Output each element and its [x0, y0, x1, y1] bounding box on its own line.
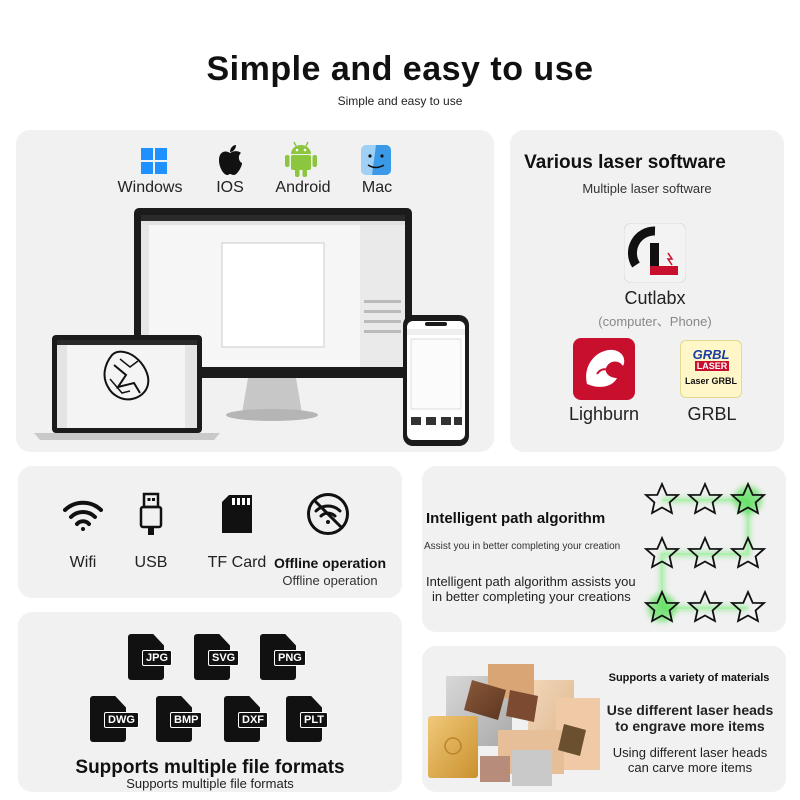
format-bmp-icon: BMP [156, 696, 203, 744]
mac-finder-icon [361, 145, 391, 175]
format-plt-icon: PLT [286, 696, 332, 744]
format-dwg-icon: DWG [90, 696, 139, 744]
connectivity-card: Wifi USB TF Card Offline operation Offli… [18, 466, 402, 598]
cutlabx-name: Cutlabx [624, 288, 686, 308]
platform-label-android: Android [275, 179, 331, 196]
apple-icon [219, 145, 242, 175]
software-subtitle: Multiple laser software [582, 181, 712, 196]
path-desc-line1: Intelligent path algorithm assists you [426, 574, 636, 589]
lightburn-logo-icon [573, 338, 635, 400]
cutlabx-logo-icon [624, 223, 686, 283]
materials-small-title: Supports a variety of materials [608, 672, 770, 684]
grbl-logo-mid: LASER [695, 361, 729, 371]
offline-subtitle: Offline operation [282, 573, 378, 588]
connectivity-label-wifi: Wifi [69, 554, 97, 571]
formats-title: Supports multiple file formats [75, 757, 345, 778]
software-title: Various laser software [524, 152, 726, 173]
star-grid-illustration [645, 483, 765, 622]
connectivity-label-usb: USB [134, 554, 168, 571]
software-card: Various laser software Multiple laser so… [510, 130, 784, 452]
lightburn-name: Lighburn [568, 404, 640, 424]
sd-card-icon [222, 495, 252, 533]
grbl-logo-top: GRBL [692, 347, 730, 362]
format-jpg-icon: JPG [128, 634, 174, 682]
materials-title-line2: to engrave more items [615, 718, 765, 734]
devices-illustration [34, 208, 469, 446]
materials-title-line1: Use different laser heads [606, 702, 774, 718]
materials-card: Supports a variety of materials Use diff… [422, 646, 786, 792]
page-title: Simple and easy to use [206, 50, 594, 88]
usb-icon [139, 492, 163, 535]
materials-desc-line2: can carve more items [627, 760, 753, 775]
platform-label-windows: Windows [117, 179, 183, 196]
format-png-icon: PNG [260, 634, 306, 682]
offline-title: Offline operation [274, 555, 386, 571]
path-title: Intelligent path algorithm [426, 510, 606, 527]
windows-icon [141, 148, 167, 174]
formats-card: JPG SVG PNG DWG BMP DXF PLT Supports mul… [18, 612, 402, 792]
grbl-logo-icon: GRBL LASER Laser GRBL [680, 340, 742, 398]
grbl-logo-bottom: Laser GRBL [684, 376, 737, 386]
formats-subtitle: Supports multiple file formats [126, 776, 294, 791]
platform-label-mac: Mac [361, 179, 393, 196]
path-desc-line2: in better completing your creations [432, 589, 631, 604]
materials-illustration [428, 664, 600, 786]
connectivity-label-tf-card: TF Card [207, 554, 267, 571]
page-subtitle: Simple and easy to use [337, 94, 463, 108]
path-card: Intelligent path algorithm Assist you in… [422, 466, 786, 632]
grbl-name: GRBL [687, 404, 737, 424]
wifi-icon [63, 500, 103, 531]
android-icon [285, 141, 317, 177]
path-subtitle: Assist you in better completing your cre… [424, 541, 621, 552]
platform-label-ios: IOS [216, 179, 244, 196]
format-dxf-icon: DXF [224, 696, 270, 744]
materials-desc-line1: Using different laser heads [612, 745, 768, 760]
platforms-card: Windows IOS Android Mac [16, 130, 494, 452]
no-wifi-icon [307, 493, 349, 535]
format-svg-icon: SVG [194, 634, 240, 682]
cutlabx-note: (computer、Phone) [598, 314, 712, 329]
